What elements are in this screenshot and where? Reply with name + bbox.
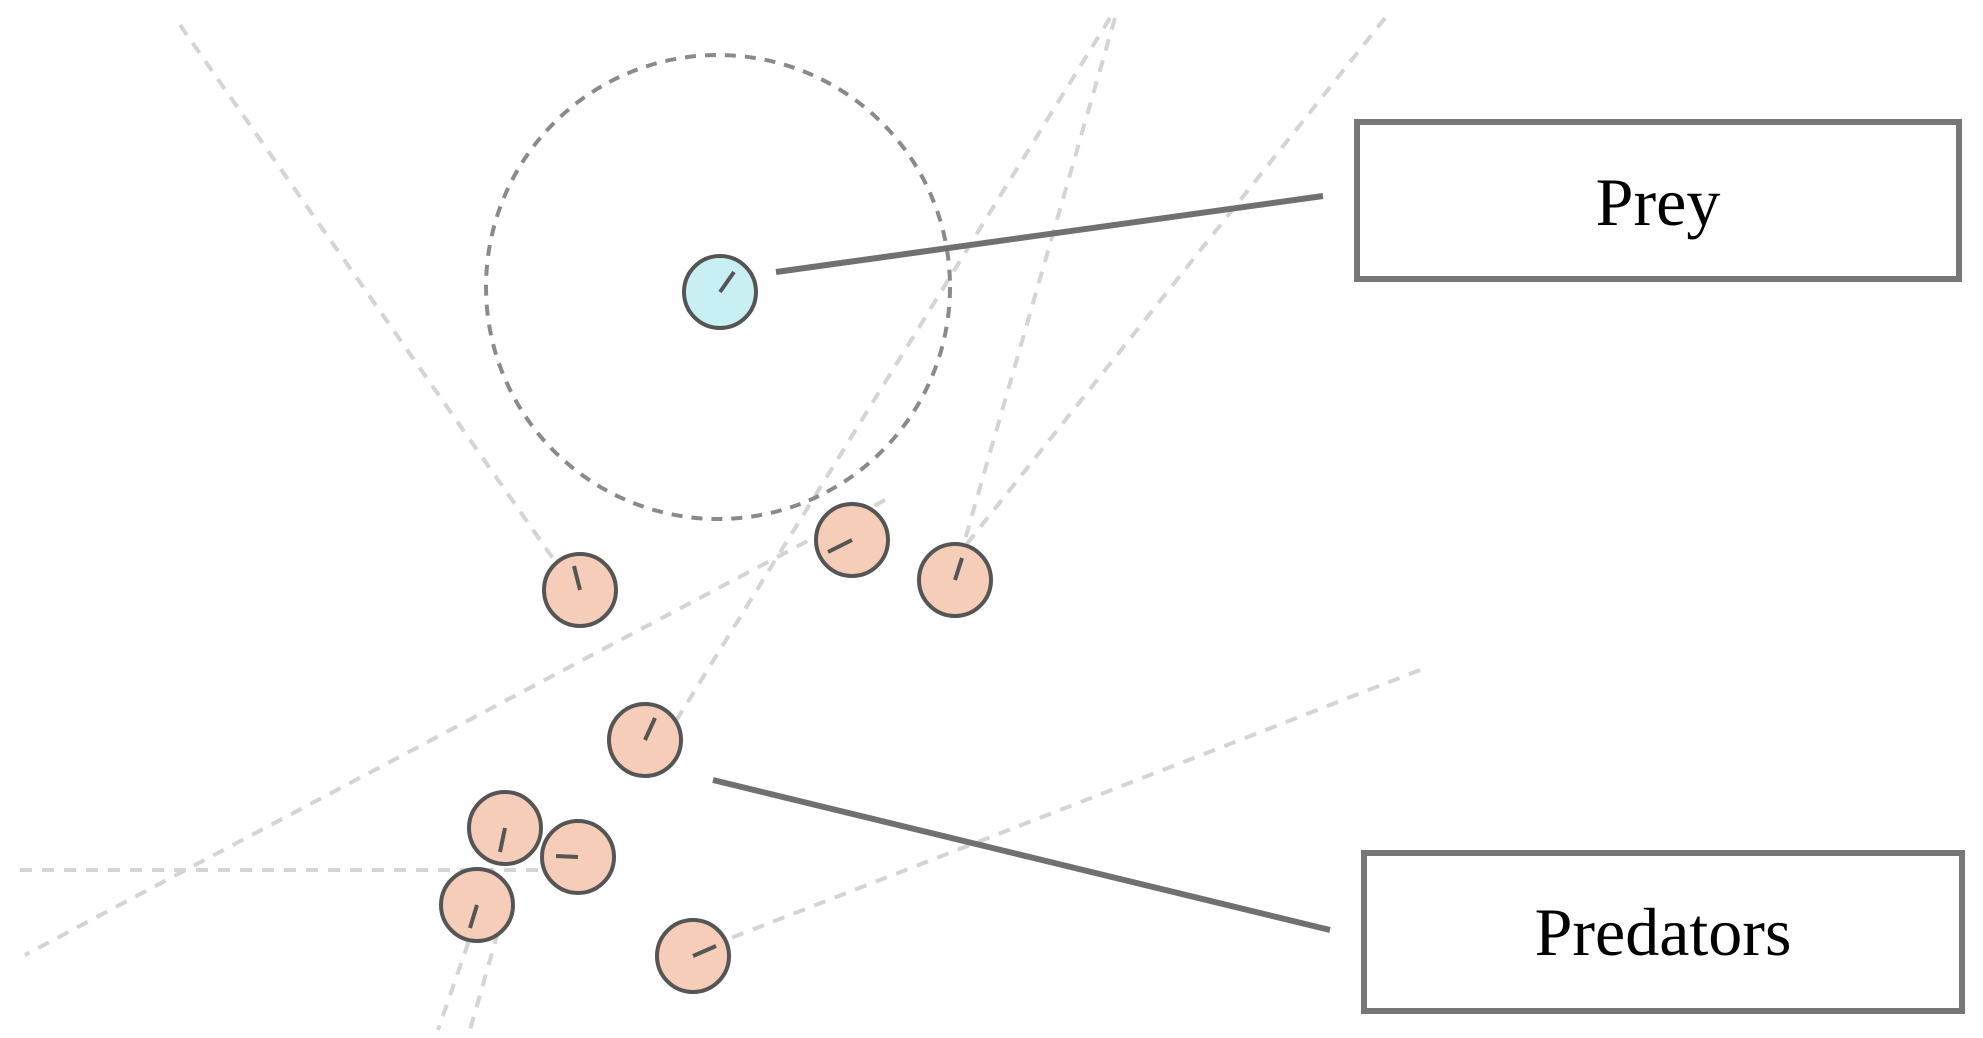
predators-label-box: Predators xyxy=(1361,850,1965,1014)
sight-line xyxy=(699,668,1421,952)
predator-agent xyxy=(655,918,731,994)
predator-agent xyxy=(814,502,890,578)
predator-agent xyxy=(542,552,618,628)
sight-line xyxy=(24,498,886,957)
heading-tick xyxy=(718,270,736,294)
predator-agent xyxy=(540,819,616,895)
predator-agent xyxy=(917,542,993,618)
sight-line xyxy=(960,17,1117,551)
predator-agent xyxy=(607,702,683,778)
prey-callout-line xyxy=(775,193,1324,275)
sight-lines xyxy=(20,16,1421,1031)
prey-label-box: Prey xyxy=(1354,119,1962,282)
prey-label: Prey xyxy=(1596,164,1721,240)
prey-agent xyxy=(682,254,758,330)
prey-perception-circle xyxy=(484,53,952,521)
predator-agent xyxy=(467,790,543,866)
predator-agent xyxy=(439,867,515,943)
predators xyxy=(439,502,993,994)
predators-label: Predators xyxy=(1535,894,1792,970)
predators-callout-line xyxy=(712,777,1331,933)
sight-line xyxy=(960,16,1387,552)
sight-line xyxy=(178,23,577,592)
sight-line xyxy=(653,16,1112,757)
